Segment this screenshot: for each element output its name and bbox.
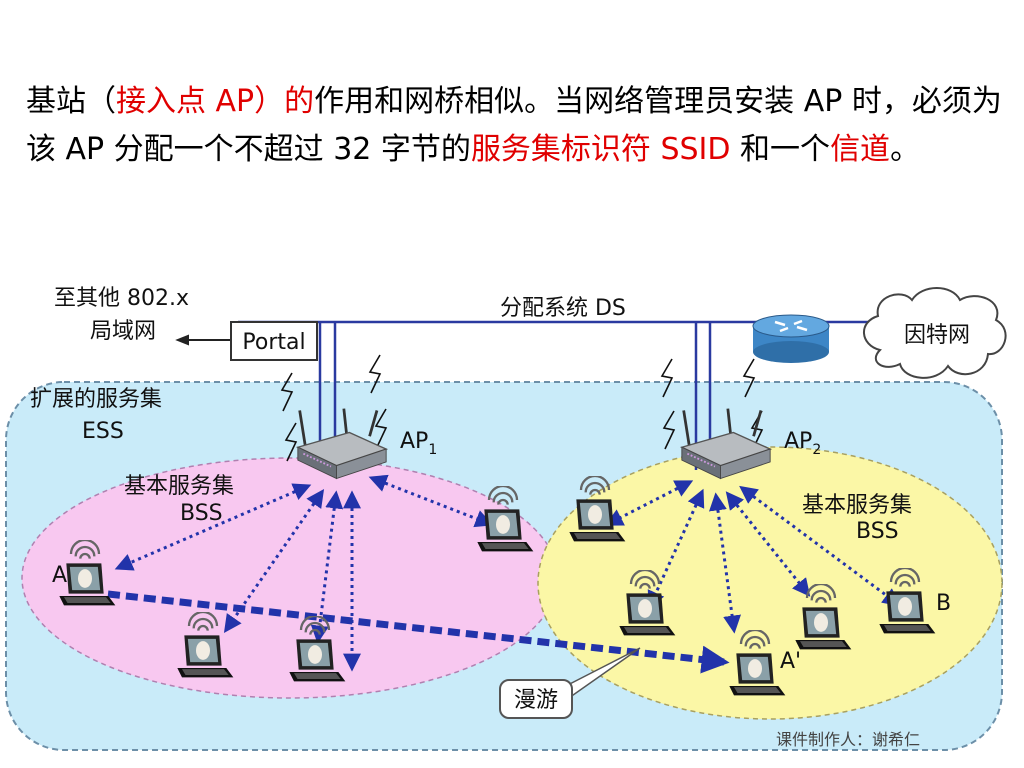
bss2-links (604, 480, 901, 634)
station-a-label: A (52, 563, 67, 588)
bss1-label-line1: 基本服务集 (124, 474, 234, 499)
roaming-arrow (107, 590, 730, 674)
link-ap2-s3 (708, 492, 742, 634)
ap1-label: AP1 (400, 429, 437, 458)
text-highlight-channel: 信道 (830, 132, 891, 167)
station-b-label: B (936, 591, 951, 616)
roaming-label: 漫游 (514, 688, 558, 713)
lan-label-line2: 局域网 (90, 319, 156, 344)
ap2-label: AP2 (784, 429, 821, 458)
text-highlight-ap: 接入点 AP）的 (116, 84, 315, 119)
station-a2-label: A' (780, 649, 801, 674)
bss2-label-line1: 基本服务集 (802, 493, 912, 518)
ess-label-line1: 扩展的服务集 (30, 387, 162, 412)
router-icon (752, 314, 830, 363)
bss1-label-line2: BSS (180, 501, 223, 526)
bss2-label-line2: BSS (856, 519, 899, 544)
link-ap1-s5 (368, 474, 494, 528)
text-part-5: 和一个 (730, 132, 831, 167)
portal-label: Portal (242, 330, 305, 355)
description-paragraph: 基站（接入点 AP）的作用和网桥相似。当网络管理员安装 AP 时，必须为该 AP… (26, 78, 1006, 174)
link-ap2-b (739, 485, 901, 607)
lan-label-line1: 至其他 802.x (54, 286, 189, 311)
ess-label-line2: ESS (82, 419, 124, 444)
roaming-callout (499, 679, 573, 719)
text-part-7: 。 (890, 132, 921, 167)
footer-credit: 课件制作人：谢希仁 (776, 730, 921, 749)
internet-label: 因特网 (904, 323, 970, 348)
text-highlight-ssid: 服务集标识符 SSID (470, 132, 731, 167)
text-part-3: 作用和网桥相似。当网络管理员安装 AP 时，必须为该 AP 分配一个不超过 32… (26, 84, 1002, 167)
text-part-1: 基站（ (26, 84, 116, 119)
cloud-icon (863, 287, 1007, 379)
portal-box (230, 321, 318, 361)
ds-label: 分配系统 DS (500, 296, 626, 321)
